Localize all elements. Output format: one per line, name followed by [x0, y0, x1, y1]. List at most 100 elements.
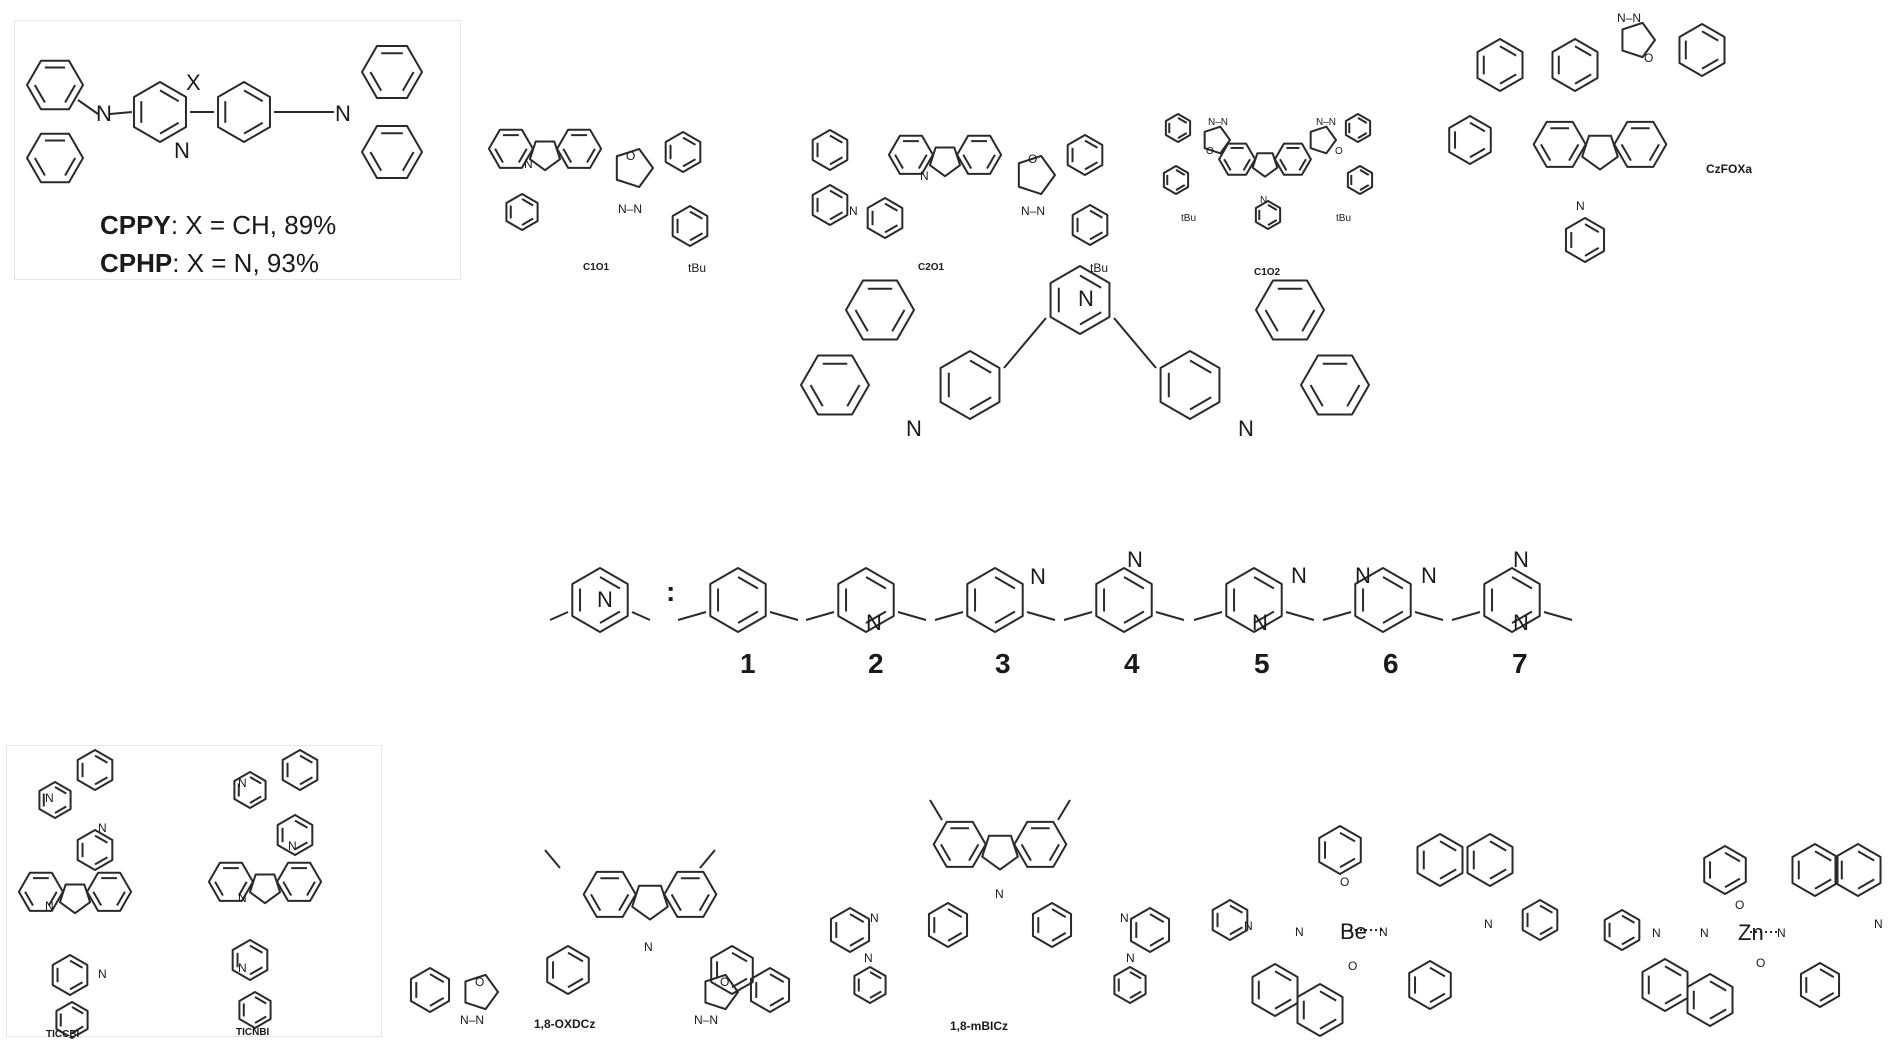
mbicz-phenylene-left	[927, 902, 969, 948]
c1o1-biphenyl-a	[664, 131, 702, 173]
ring-double-bond	[1819, 968, 1835, 978]
be-phenanthro-right-b	[1466, 833, 1514, 887]
ring-double-bond	[1584, 247, 1600, 257]
ring-double-bond	[1079, 274, 1102, 289]
c2o1-o: O	[1028, 152, 1038, 166]
ring-double-bond	[1253, 610, 1275, 624]
variant-1-stub-left	[677, 611, 707, 621]
ring-double-bond	[1223, 158, 1232, 171]
ring-double-bond	[809, 384, 824, 407]
ring-double-bond	[1664, 993, 1682, 1005]
czfoxa-o: O	[1644, 51, 1654, 65]
zn-metal: Zn	[1738, 920, 1764, 945]
ring-double-bond	[1620, 143, 1632, 162]
oxdcz-oxadiazole-left	[464, 973, 499, 1011]
central-bond	[1113, 317, 1157, 369]
cppy-phenylene	[217, 81, 271, 143]
ring-double-bond	[54, 805, 67, 814]
ring-double-bond	[1129, 990, 1142, 999]
ticnbi-bzim-top	[281, 749, 319, 791]
mbicz-tbu-right	[1057, 799, 1071, 821]
cppy-ring-atom-n: N	[174, 138, 190, 163]
ring-double-bond	[1048, 843, 1060, 862]
be-n-left: N	[1295, 925, 1304, 939]
ring-double-bond	[894, 154, 904, 170]
c1o1-nn: N–N	[618, 202, 643, 216]
c1o2-nn-right: N–N	[1316, 117, 1337, 128]
variant-3-stub-right	[1026, 611, 1056, 621]
zn-phenol-bottom	[1799, 962, 1841, 1008]
cppy-amine-right: N	[335, 101, 351, 126]
czfoxa-tbu-phenyl	[1678, 23, 1726, 77]
zn-n-left: N	[1700, 926, 1709, 940]
ticcbi-n3: N	[45, 899, 54, 913]
ring-double-bond	[968, 843, 980, 862]
oxdcz-carbazole-ring-left	[582, 870, 637, 918]
ticnbi-indolocarbazole-pyrrole	[248, 873, 282, 905]
ring-double-bond	[1489, 840, 1507, 852]
c1o2-oxadiazole-left	[1203, 125, 1231, 155]
variant-5-ring	[1225, 567, 1283, 633]
oxdcz-o-left: O	[475, 975, 485, 989]
cppy-ring-atom-x: X	[186, 70, 201, 95]
ring-double-bond	[237, 881, 248, 897]
ring-double-bond	[94, 754, 108, 764]
ticnbi-phenylene-top	[276, 814, 314, 856]
ring-double-bond	[737, 576, 759, 590]
mbicz-phenylene-right	[1031, 902, 1073, 948]
ring-double-bond	[1175, 169, 1186, 176]
variant-2-stub-right	[897, 611, 927, 621]
ring-double-bond	[1359, 184, 1370, 191]
ring-double-bond	[249, 795, 262, 804]
variant-6-n-left: N	[1355, 563, 1371, 588]
ring-double-bond	[1439, 840, 1457, 852]
core-legend-stub	[549, 611, 569, 621]
ring-double-bond	[698, 893, 710, 912]
cppy-carbazole-lower-left	[26, 132, 84, 184]
mbicz-carbazole-ring-left	[932, 820, 987, 868]
c1o2-aryl-left-a	[1164, 113, 1192, 143]
c1o1-n-phenyl	[505, 193, 539, 231]
central-n-left: N	[906, 416, 922, 441]
ring-double-bond	[1664, 965, 1682, 977]
ring-double-bond	[586, 148, 596, 164]
oxdcz-o-right: O	[720, 975, 730, 989]
ring-double-bond	[865, 610, 887, 624]
ticnbi-n3: N	[238, 891, 247, 905]
ticcbi-n1: N	[45, 791, 54, 805]
mbicz-carbazole-pyrrole	[981, 834, 1019, 871]
c2o1-oxadiazole	[1017, 154, 1056, 196]
mbicz-tbu-left	[929, 799, 943, 821]
ring-double-bond	[517, 148, 528, 164]
ring-double-bond	[64, 84, 77, 103]
ring-double-bond	[969, 359, 992, 374]
oxdcz-nn-left: N–N	[460, 1013, 485, 1027]
czfoxa-carbazole-ring-left	[1532, 120, 1587, 168]
central-carbazole-left-upper	[845, 279, 915, 341]
variant-2-ring	[837, 567, 895, 633]
zn-phenanthro-left-b	[1686, 973, 1734, 1027]
ring-double-bond	[1123, 610, 1145, 624]
c2o1-tbu: tBu	[1090, 261, 1109, 275]
ring-double-bond	[829, 189, 843, 199]
ring-double-bond	[1701, 58, 1719, 70]
ring-double-bond	[562, 148, 573, 164]
variant-6-stub-right	[1414, 611, 1444, 621]
c2o1-n2: N	[920, 169, 929, 183]
ring-double-bond	[1439, 868, 1457, 880]
ring-double-bond	[24, 891, 34, 907]
ring-double-bond	[94, 776, 108, 786]
ticcbi-n2: N	[98, 821, 107, 835]
ring-double-bond	[429, 997, 445, 1007]
be-n-ph-left: N	[1244, 919, 1253, 933]
ring-double-bond	[829, 134, 843, 144]
cppy-carbazole-upper-right	[361, 45, 423, 99]
ring-double-bond	[494, 148, 504, 164]
ring-double-bond	[1242, 158, 1251, 171]
czfoxa-fluorene-left	[1476, 38, 1524, 92]
mbicz-bzim-right	[1129, 907, 1171, 953]
czfoxa-n-phenyl	[1564, 217, 1606, 263]
oxdcz-carbazole-pyrrole	[631, 884, 669, 921]
ring-double-bond	[294, 841, 308, 851]
ticcbi-bzim-top	[76, 749, 114, 791]
